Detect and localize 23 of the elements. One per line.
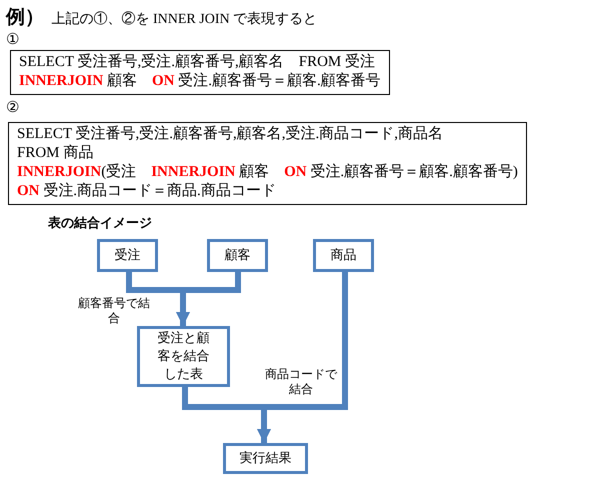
box-label: 受注と顧客を結合した表	[156, 330, 210, 384]
code-line: ON 受注.商品コード＝商品.商品コード	[17, 182, 277, 201]
edge-label: 商品コードで結合	[262, 367, 340, 397]
code-line: SELECT 受注番号,受注.顧客番号,顧客名,受注.商品コード,商品名	[17, 125, 444, 144]
box-label: 実行結果	[240, 450, 292, 468]
code-line: INNERJOIN 顧客 ON 受注.顧客番号＝顧客.顧客番号	[19, 72, 381, 91]
code-line: INNERJOIN(受注 INNERJOIN 顧客 ON 受注.顧客番号＝顧客.顧客番号)	[17, 163, 518, 182]
box-label: 顧客	[224, 246, 250, 264]
sql-code-box	[10, 50, 390, 95]
circled-number: ①	[6, 31, 19, 49]
circled-number: ②	[6, 99, 19, 117]
box-label: 商品	[330, 246, 356, 264]
box-label: 受注	[114, 246, 140, 264]
section-heading: 表の結合イメージ	[48, 215, 152, 232]
sql-code-box	[8, 122, 527, 205]
table-box	[97, 239, 158, 272]
table-box	[207, 239, 268, 272]
code-line: SELECT 受注番号,受注.顧客番号,顧客名 FROM 受注	[19, 53, 376, 72]
table-box	[223, 443, 308, 474]
heading: 例） 上記の①、②を INNER JOIN で表現すると	[6, 6, 318, 30]
code-line: FROM 商品	[17, 144, 94, 163]
table-box	[137, 326, 230, 387]
table-box	[313, 239, 374, 272]
